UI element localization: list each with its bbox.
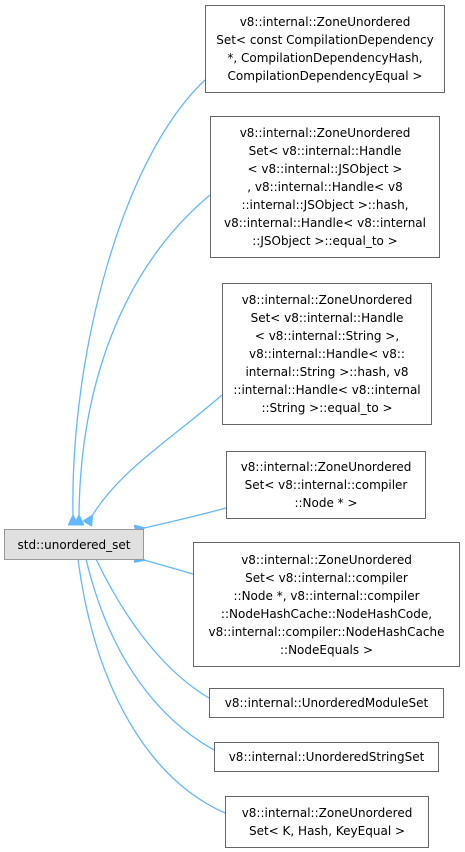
edge-derived-5 [144, 560, 194, 575]
node-label-line: v8::internal::UnorderedModuleSet [224, 696, 429, 710]
derived-node-2[interactable]: v8::internal::ZoneUnordered Set< v8::int… [210, 116, 440, 258]
node-label-line: v8::internal::ZoneUnordered [241, 806, 413, 820]
node-label-line: v8::internal::UnorderedStringSet [228, 750, 425, 764]
node-label-line: < v8::internal::String >, [254, 329, 400, 343]
node-label-line: v8::internal::ZoneUnordered [239, 15, 411, 29]
derived-node-1[interactable]: v8::internal::ZoneUnordered Set< const C… [205, 5, 445, 93]
edge-derived-4 [144, 507, 227, 528]
node-label-line: v8::internal::ZoneUnordered [241, 293, 413, 307]
edge-derived-6 [96, 559, 210, 699]
node-label-line: ::JSObject >::equal_to > [252, 234, 398, 248]
node-label-line: v8::internal::ZoneUnordered [241, 552, 412, 567]
node-label-line: v8::internal::ZoneUnordered [240, 460, 412, 474]
derived-node-5[interactable]: v8::internal::ZoneUnordered Set< v8::int… [193, 542, 460, 667]
edge-derived-7 [86, 559, 215, 751]
base-class-node[interactable]: std::unordered_set [4, 529, 144, 560]
derived-node-7[interactable]: v8::internal::UnorderedStringSet [214, 742, 439, 772]
edge-derived-2 [79, 194, 211, 516]
derived-node-4[interactable]: v8::internal::ZoneUnordered Set< v8::int… [226, 451, 426, 519]
node-label-line: v8::internal::Handle< v8::internal [223, 216, 426, 230]
derived-node-8[interactable]: v8::internal::ZoneUnordered Set< K, Hash… [225, 796, 429, 848]
edge-derived-8 [78, 559, 226, 814]
node-label-line: ::NodeHashCache::NodeHashCode, [220, 606, 433, 621]
node-label-line: ::Node * > [294, 496, 358, 510]
node-label-line: Set< K, Hash, KeyEqual > [248, 824, 406, 838]
node-label-line: Set< v8::internal::Handle [250, 311, 404, 325]
node-label-line: ::String >::equal_to > [261, 401, 393, 415]
node-label-line: v8::internal::Handle< v8:: [249, 347, 405, 361]
base-class-label: std::unordered_set [17, 537, 131, 552]
node-label-line: v8::internal::ZoneUnordered [239, 126, 411, 140]
edge-derived-3 [92, 394, 223, 516]
edge-derived-1 [73, 79, 206, 516]
node-label-line: Set< const CompilationDependency [216, 33, 434, 47]
node-label-line: v8::internal::compiler::NodeHashCache [208, 624, 445, 639]
node-label-line: internal::String >::hash, v8 [245, 365, 409, 379]
node-label-line: CompilationDependencyEqual > [227, 69, 423, 83]
node-label-line: Set< v8::internal::Handle [248, 144, 402, 158]
node-label-line: < v8::internal::JSObject > [247, 162, 403, 176]
node-label-line: ::internal::Handle< v8::internal [233, 383, 421, 397]
node-label-line: ::Node *, v8::internal::compiler [233, 588, 420, 603]
node-label-line: *, CompilationDependencyHash, [227, 51, 423, 65]
node-label-line: , v8::internal::Handle< v8 [247, 180, 403, 194]
node-label-line: Set< v8::internal::compiler [244, 478, 408, 492]
node-label-line: ::internal::JSObject >::hash, [241, 198, 409, 212]
derived-node-6[interactable]: v8::internal::UnorderedModuleSet [209, 688, 444, 718]
node-label-line: Set< v8::internal::compiler [245, 570, 408, 585]
derived-node-3[interactable]: v8::internal::ZoneUnordered Set< v8::int… [222, 283, 432, 425]
node-label-line: ::NodeEquals > [279, 642, 374, 657]
